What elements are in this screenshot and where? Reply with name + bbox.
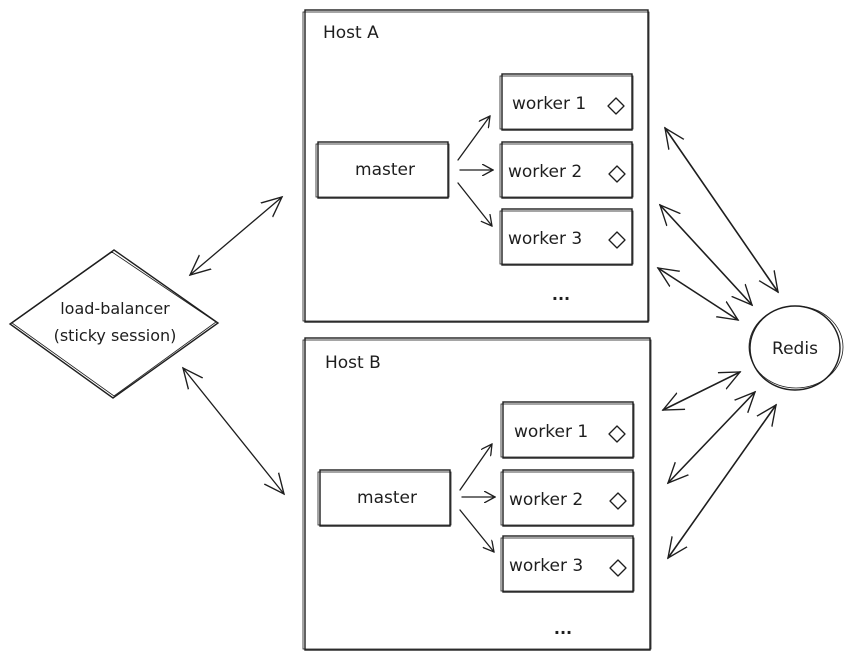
diamond-icon bbox=[608, 425, 626, 443]
worker-box: worker 3 bbox=[500, 535, 635, 593]
arrow-lb-host-b bbox=[183, 368, 284, 494]
worker-box: worker 3 bbox=[499, 208, 634, 266]
diamond-icon bbox=[608, 165, 626, 183]
arrow-redis-host-b-worker-1 bbox=[663, 371, 740, 411]
diamond-icon bbox=[609, 492, 627, 510]
worker-label: worker 2 bbox=[509, 490, 583, 510]
load-balancer-label: load-balancer bbox=[60, 299, 170, 318]
arrow-redis-host-a-worker-1 bbox=[665, 128, 778, 292]
master-label: master bbox=[355, 160, 415, 180]
worker-label: worker 2 bbox=[508, 162, 582, 182]
host-title: Host A bbox=[323, 23, 379, 43]
arrow-master-to-worker-1 bbox=[459, 444, 492, 491]
worker-box: worker 2 bbox=[499, 141, 634, 199]
arrow-redis-host-b-worker-2 bbox=[668, 392, 755, 483]
load-balancer-node: load-balancer (sticky session) bbox=[8, 249, 220, 399]
host-title: Host B bbox=[325, 353, 381, 373]
master-box: master bbox=[315, 141, 450, 199]
master-label: master bbox=[357, 488, 417, 508]
worker-box: worker 1 bbox=[499, 73, 634, 131]
arrow-master-to-worker-3 bbox=[459, 509, 494, 552]
worker-label: worker 1 bbox=[514, 422, 588, 442]
diamond-icon bbox=[607, 97, 625, 115]
arrow-redis-host-a-worker-2 bbox=[660, 205, 752, 305]
worker-box: worker 2 bbox=[500, 469, 635, 527]
diamond-icon bbox=[608, 231, 626, 249]
host-a: Host A master worker 1 worker 2 worker 3… bbox=[302, 9, 650, 323]
redis-label: Redis bbox=[772, 339, 818, 359]
load-balancer-sublabel: (sticky session) bbox=[54, 326, 177, 345]
master-box: master bbox=[317, 469, 452, 527]
more-workers-ellipsis: ... bbox=[554, 619, 572, 638]
diamond-icon bbox=[609, 559, 627, 577]
worker-label: worker 3 bbox=[509, 556, 583, 576]
host-b: Host B master worker 1 worker 2 worker 3… bbox=[302, 337, 652, 651]
arrow-master-to-worker-1 bbox=[457, 116, 490, 161]
worker-label: worker 1 bbox=[512, 94, 586, 114]
arrow-lb-host-a bbox=[190, 197, 282, 275]
arrow-redis-host-a-worker-3 bbox=[658, 268, 738, 320]
worker-box: worker 1 bbox=[500, 401, 635, 459]
more-workers-ellipsis: ... bbox=[552, 285, 570, 304]
redis-node: Redis bbox=[748, 305, 844, 391]
arrow-redis-host-b-worker-3 bbox=[668, 405, 776, 558]
worker-label: worker 3 bbox=[508, 229, 582, 249]
arrow-master-to-worker-3 bbox=[457, 182, 492, 226]
